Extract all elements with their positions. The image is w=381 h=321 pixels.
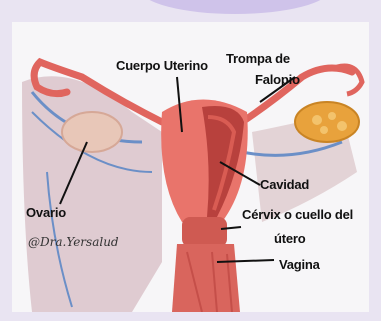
watermark: @Dra.Yersalud bbox=[28, 235, 119, 249]
ovary-right bbox=[295, 102, 359, 142]
label-ovario: Ovario bbox=[26, 205, 66, 220]
label-cervix-line1: Cérvix o cuello del bbox=[242, 207, 353, 222]
decorative-bubble bbox=[140, 0, 330, 14]
label-trompa-line1: Trompa de bbox=[226, 51, 290, 66]
label-cervix-line2: útero bbox=[274, 231, 306, 246]
cervix bbox=[182, 217, 227, 247]
diagram-card: Cuerpo Uterino Trompa de Falopio Cavidad… bbox=[12, 22, 369, 312]
label-cavidad: Cavidad bbox=[260, 177, 309, 192]
label-cuerpo-uterino: Cuerpo Uterino bbox=[116, 58, 208, 73]
ovary-left bbox=[62, 112, 122, 152]
label-vagina: Vagina bbox=[279, 257, 320, 272]
label-trompa-line2: Falopio bbox=[255, 72, 300, 87]
